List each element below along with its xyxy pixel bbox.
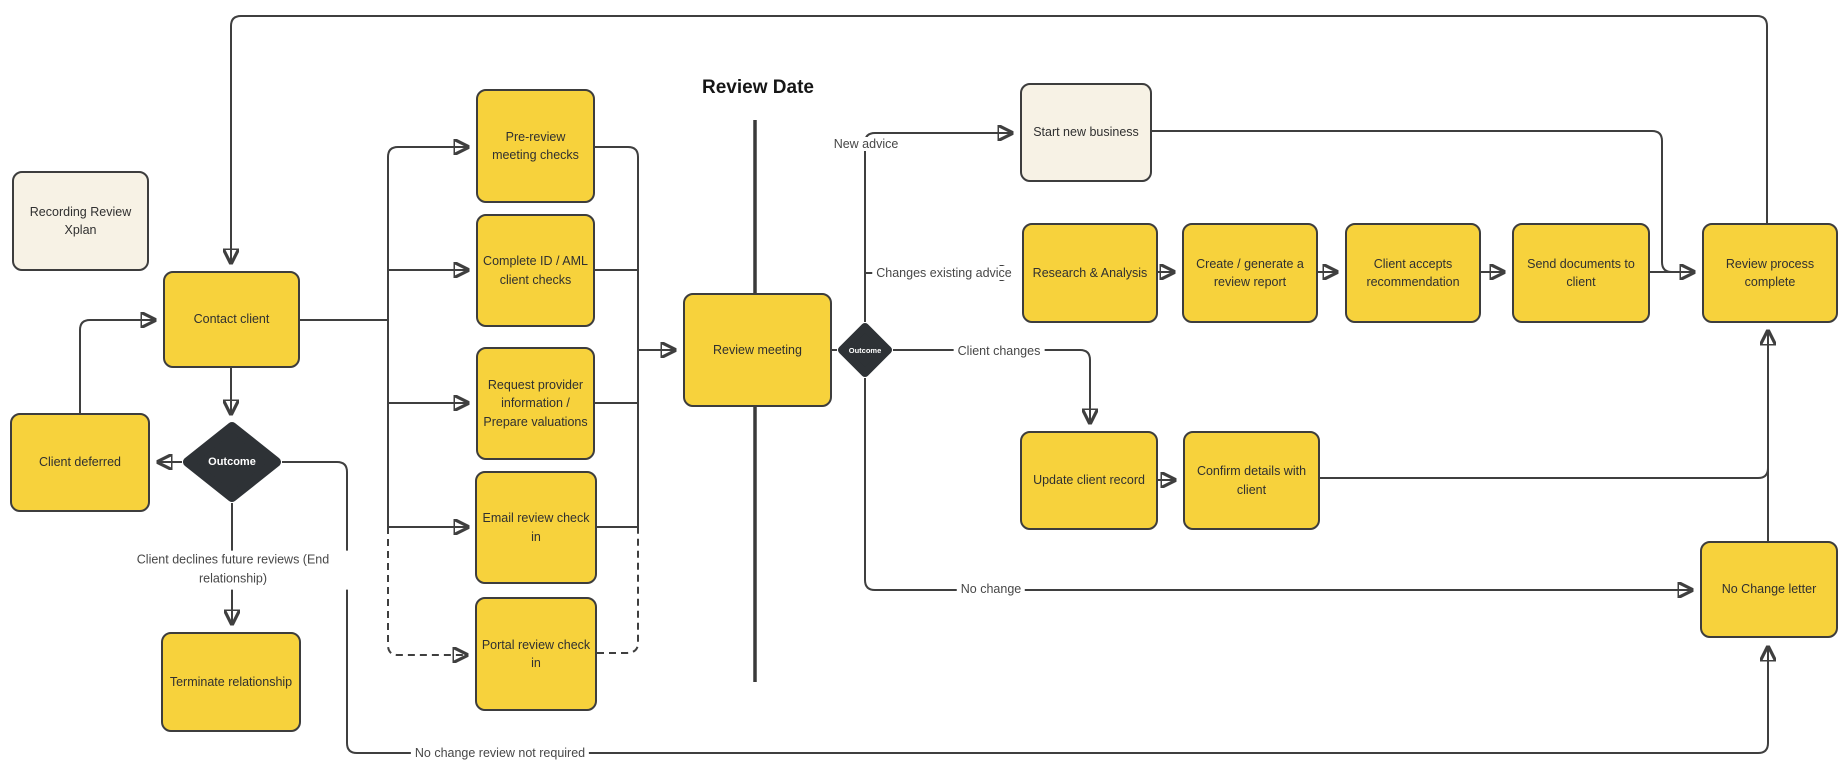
node-review-meeting[interactable]: Review meeting	[683, 293, 832, 407]
node-request-provider-information[interactable]: Request provider information / Prepare v…	[476, 347, 595, 460]
node-label: Recording Review Xplan	[29, 204, 132, 237]
node-portal-review-check-in[interactable]: Portal review check in	[475, 597, 597, 711]
diagram-title: Review Date	[702, 77, 814, 98]
node-send-documents-to-client[interactable]: Send documents to client	[1512, 223, 1650, 323]
edge-label-new-advice: New advice	[829, 137, 903, 151]
diamond-shape	[838, 323, 892, 377]
node-label: Email review check in	[482, 511, 590, 544]
node-label: Start new business	[1033, 125, 1139, 140]
edge-label-no-change: No change	[956, 582, 1026, 596]
node-label: Complete ID / AML client checks	[483, 254, 588, 287]
node-label: Send documents to client	[1527, 256, 1635, 289]
edge-label-client-changes: Client changes	[953, 344, 1045, 358]
node-contact-client[interactable]: Contact client	[163, 271, 300, 368]
node-label: Pre-review meeting checks	[492, 129, 579, 162]
node-create-review-report[interactable]: Create / generate a review report	[1182, 223, 1318, 323]
node-label: Review process complete	[1725, 256, 1815, 289]
node-pre-review-meeting-checks[interactable]: Pre-review meeting checks	[476, 89, 595, 203]
node-label: Terminate relationship	[169, 674, 293, 689]
node-terminate-relationship[interactable]: Terminate relationship	[161, 632, 301, 732]
node-outcome-decision-right[interactable]: Outcome	[837, 322, 893, 378]
node-research-analysis[interactable]: Research & Analysis	[1022, 223, 1158, 323]
node-recording-review-xplan[interactable]: Recording Review Xplan	[12, 171, 149, 271]
edge-label-client-declines: Client declines future reviews (End rela…	[110, 550, 356, 590]
node-label: Contact client	[193, 312, 270, 327]
edge-label-no-change-review-not-required: No change review not required	[410, 746, 590, 760]
node-review-process-complete[interactable]: Review process complete	[1702, 223, 1838, 323]
node-email-review-check-in[interactable]: Email review check in	[475, 471, 597, 584]
node-label: Client deferred	[39, 455, 121, 470]
node-label: Request provider information / Prepare v…	[483, 378, 588, 429]
node-start-new-business[interactable]: Start new business	[1020, 83, 1152, 182]
node-label: Create / generate a review report	[1196, 256, 1304, 289]
node-label: Outcome	[208, 456, 256, 468]
node-label: Research & Analysis	[1032, 265, 1148, 280]
node-label: Portal review check in	[481, 637, 591, 670]
node-label: Client accepts recommendation	[1366, 256, 1460, 289]
node-no-change-letter[interactable]: No Change letter	[1700, 541, 1838, 638]
diamond-shape	[183, 422, 281, 502]
node-client-deferred[interactable]: Client deferred	[10, 413, 150, 512]
node-label: Review meeting	[713, 342, 802, 357]
node-label: No Change letter	[1721, 582, 1817, 597]
node-client-accepts-recommendation[interactable]: Client accepts recommendation	[1345, 223, 1481, 323]
node-label: Outcome	[848, 345, 882, 355]
node-label: Update client record	[1033, 473, 1145, 488]
node-confirm-details-with-client[interactable]: Confirm details with client	[1183, 431, 1320, 530]
node-outcome-decision-left[interactable]: Outcome	[182, 421, 282, 503]
node-update-client-record[interactable]: Update client record	[1020, 431, 1158, 530]
edge-label-changes-existing-advice: Changes existing advice	[872, 266, 1016, 280]
node-complete-id-aml-checks[interactable]: Complete ID / AML client checks	[476, 214, 595, 327]
node-label: Confirm details with client	[1196, 464, 1307, 497]
